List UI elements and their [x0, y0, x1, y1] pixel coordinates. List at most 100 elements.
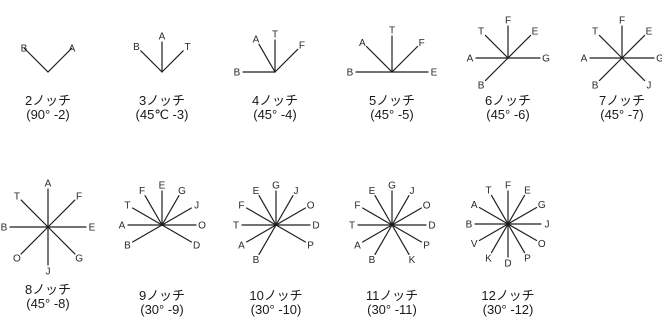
notch-spoke — [490, 194, 509, 225]
notch-label: D — [193, 241, 200, 252]
notch-label: D — [504, 259, 511, 270]
notch-spoke — [507, 223, 538, 242]
notch-label: G — [538, 200, 546, 211]
notch-label: T — [389, 26, 395, 37]
notch-label: A — [253, 35, 260, 46]
notch-caption: 6ノッチ(45° -6) — [463, 94, 553, 122]
notch-spoke — [478, 206, 509, 225]
notch-spoke — [484, 57, 509, 82]
notch-label: A — [238, 241, 245, 252]
notch-label: B — [466, 220, 473, 231]
notch-label: T — [14, 191, 20, 202]
notch-label: O — [307, 201, 315, 212]
notch-label: T — [478, 27, 484, 38]
notch-caption-title: 5ノッチ — [369, 93, 415, 108]
notch-label: K — [409, 255, 416, 266]
notch-label: G — [542, 54, 550, 65]
notch-caption: 3ノッチ(45℃ -3) — [117, 94, 207, 122]
notch-label: A — [581, 54, 588, 65]
notch-label: A — [159, 32, 166, 43]
notch-spoke — [362, 207, 393, 226]
notch-caption: 7ノッチ(45° -7) — [577, 94, 662, 122]
notch-spoke — [365, 45, 393, 73]
notch-label: A — [69, 44, 76, 55]
notch-label: A — [354, 241, 361, 252]
notch-caption-angle: (45° -8) — [26, 296, 70, 311]
notch-spoke — [275, 207, 306, 226]
notch-label: K — [485, 253, 492, 264]
notch-label: E — [524, 186, 531, 197]
notch-spoke — [391, 45, 419, 73]
notch-caption-title: 2ノッチ — [25, 93, 71, 108]
notch-label: J — [646, 80, 651, 91]
notch-label: G — [388, 181, 396, 192]
notch-label: F — [619, 16, 625, 27]
notch-caption-title: 9ノッチ — [139, 288, 185, 303]
notch-caption-title: 7ノッチ — [599, 93, 645, 108]
notch-label: E — [89, 223, 96, 234]
notch-caption-angle: (45° -6) — [486, 107, 530, 122]
notch-label: P — [307, 241, 314, 252]
notch-label: O — [198, 221, 206, 232]
notch-spoke — [161, 207, 192, 226]
notch-spoke — [132, 224, 163, 243]
notch-caption-angle: (90° -2) — [26, 107, 70, 122]
notch-label: E — [646, 27, 653, 38]
notch-label: F — [419, 38, 425, 49]
notch-caption-title: 6ノッチ — [485, 93, 531, 108]
notch-spoke — [47, 226, 76, 255]
notch-caption-angle: (30° -9) — [140, 302, 184, 317]
notch-spoke — [161, 224, 192, 243]
notch-spoke — [478, 223, 509, 242]
notch-caption-title: 4ノッチ — [252, 93, 298, 108]
notch-label: B — [124, 241, 131, 252]
notch-caption: 8ノッチ(45° -8) — [3, 283, 93, 311]
notch-spoke — [274, 48, 299, 73]
notch-spoke — [507, 206, 538, 225]
notch-spoke — [275, 224, 306, 243]
notch-label: J — [410, 186, 415, 197]
notch-caption-title: 11ノッチ — [365, 288, 419, 303]
notch-label: B — [1, 223, 8, 234]
notch-label: F — [299, 41, 305, 52]
notch-label: O — [538, 239, 546, 250]
notch-caption: 4ノッチ(45° -4) — [230, 94, 320, 122]
notch-caption: 11ノッチ(30° -11) — [347, 289, 437, 317]
notch-spoke — [246, 224, 277, 243]
notch-label: E — [253, 186, 260, 197]
notch-spoke — [391, 195, 410, 226]
notch-spoke — [47, 199, 76, 228]
notch-label: P — [423, 241, 430, 252]
notch-label: J — [194, 201, 199, 212]
notch-caption-title: 3ノッチ — [139, 93, 185, 108]
notch-label: T — [349, 221, 355, 232]
notch-label: B — [253, 255, 260, 266]
notch-label: B — [133, 42, 140, 53]
notch-label: A — [45, 179, 52, 190]
notch-label: T — [124, 201, 130, 212]
notch-caption-angle: (45° -7) — [600, 107, 644, 122]
notch-label: T — [233, 221, 239, 232]
notch-label: B — [478, 80, 485, 91]
notch-label: T — [272, 30, 278, 41]
notch-label: F — [139, 186, 145, 197]
notch-label: F — [505, 181, 511, 192]
notch-label: T — [485, 186, 491, 197]
notch-spoke — [161, 195, 180, 226]
notch-caption: 9ノッチ(30° -9) — [117, 289, 207, 317]
notch-caption-angle: (30° -10) — [250, 302, 302, 317]
notch-spoke — [507, 34, 532, 59]
notch-spoke — [391, 224, 410, 255]
notch-label: B — [347, 68, 354, 79]
notch-label: G — [272, 181, 280, 192]
notch-caption: 10ノッチ(30° -10) — [231, 289, 321, 317]
notch-label: A — [119, 221, 126, 232]
notch-spoke — [362, 224, 393, 243]
